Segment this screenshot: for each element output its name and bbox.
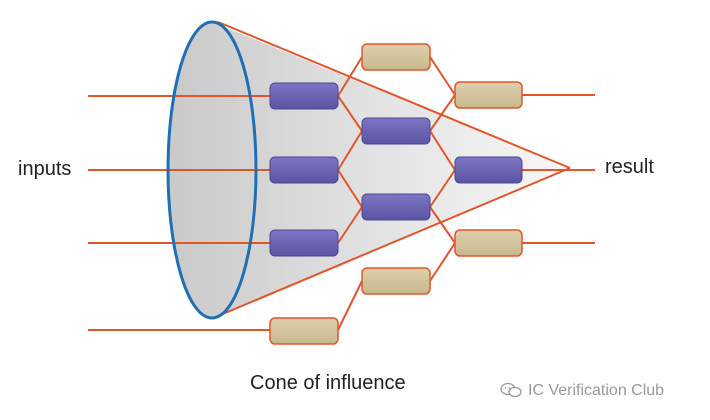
wire-g5-g10 bbox=[429, 130, 456, 171]
wire-g2-g6 bbox=[337, 169, 363, 208]
logic-block-in-cone-3 bbox=[269, 229, 339, 257]
wire-g6-g10 bbox=[429, 169, 456, 208]
logic-block-out-cone-4 bbox=[454, 81, 523, 109]
cone-edge-bottom bbox=[217, 167, 571, 317]
wire-g1-g4 bbox=[337, 56, 363, 97]
wire-g4-g9 bbox=[429, 56, 456, 96]
wire-g6-g11 bbox=[429, 206, 456, 244]
wire-g3-g6 bbox=[337, 206, 363, 244]
logic-block-in-cone-4 bbox=[361, 117, 431, 145]
inputs-label: inputs bbox=[18, 158, 72, 180]
logic-block-in-cone-5 bbox=[361, 193, 431, 221]
logic-block-out-cone-1 bbox=[269, 317, 339, 345]
logic-block-result bbox=[454, 156, 523, 184]
wire-g1-g5 bbox=[337, 95, 363, 132]
cone-base-ellipse bbox=[166, 20, 258, 320]
logic-block-out-cone-5 bbox=[454, 229, 523, 257]
diagram-caption: Cone of influence bbox=[250, 372, 406, 394]
result-label: result bbox=[605, 156, 654, 178]
watermark: IC Verification Club bbox=[500, 382, 664, 400]
wire-g2-g5 bbox=[337, 130, 363, 171]
logic-block-in-cone-1 bbox=[269, 82, 339, 110]
watermark-text: IC Verification Club bbox=[528, 382, 665, 399]
wire-g7-g8 bbox=[337, 280, 363, 331]
cone-edge-top bbox=[217, 21, 571, 169]
logic-block-in-cone-2 bbox=[269, 156, 339, 184]
logic-block-out-cone-2 bbox=[361, 43, 431, 71]
logic-block-out-cone-3 bbox=[361, 267, 431, 295]
chat-bubbles-icon bbox=[500, 382, 522, 398]
wire-g8-g11 bbox=[429, 242, 456, 282]
wire-g5-g9 bbox=[429, 94, 456, 132]
